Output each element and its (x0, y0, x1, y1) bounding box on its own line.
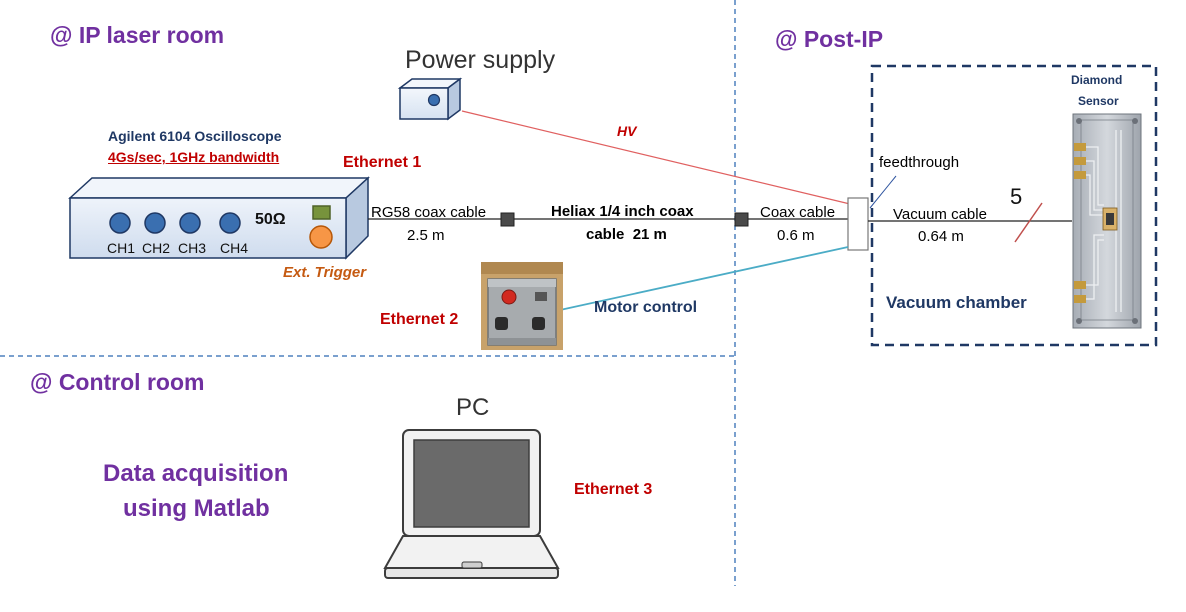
vacuum-cable-label: Vacuum cable (893, 206, 987, 223)
feedthrough-block (847, 197, 869, 251)
channel-1-label: CH1 (107, 240, 136, 256)
ip-laser-room-heading: @ IP laser room (50, 22, 225, 48)
control-room-heading: @ Control room (30, 369, 205, 395)
diamond-sensor-label-line2: Sensor (1078, 94, 1119, 108)
coax-length-label: 0.6 m (777, 227, 815, 244)
connector-2 (734, 212, 749, 227)
hv-line (461, 110, 851, 205)
vacuum-chamber-box (870, 64, 1158, 347)
diamond-sensor-image (1072, 113, 1142, 329)
channel-4-label: CH4 (220, 240, 249, 256)
rg58-cable-label: RG58 coax cable (371, 204, 487, 221)
feedthrough-label: feedthrough (879, 154, 960, 171)
heliax-length-label: cable 21 m (586, 226, 667, 243)
coax-cable-label: Coax cable (760, 204, 836, 221)
cable-count-label: 5 (1010, 184, 1023, 209)
oscilloscope-spec: 4Gs/sec, 1GHz bandwidth (108, 149, 280, 165)
bundle-slash (1014, 202, 1043, 243)
heliax-cable-label: Heliax 1/4 inch coax (551, 203, 694, 220)
channel-3-label: CH3 (178, 240, 207, 256)
laptop-icon (383, 429, 560, 579)
power-supply-label: Power supply (405, 46, 556, 74)
ethernet-2-label: Ethernet 2 (380, 311, 459, 328)
power-supply-icon (397, 77, 463, 121)
rg58-length-label: 2.5 m (407, 227, 445, 244)
post-ip-heading: @ Post-IP (775, 26, 884, 52)
motor-control-label: Motor control (594, 299, 698, 316)
pc-label: PC (456, 394, 490, 421)
impedance-label: 50Ω (255, 211, 286, 228)
daq-line-2: using Matlab (123, 495, 270, 522)
ethernet-1-label: Ethernet 1 (343, 154, 422, 171)
motor-controller-image (481, 262, 563, 350)
channel-2-label: CH2 (142, 240, 171, 256)
oscilloscope-icon (68, 176, 370, 260)
hv-label: HV (617, 123, 637, 139)
connector-1 (500, 212, 515, 227)
vacuum-chamber-label: Vacuum chamber (886, 293, 1027, 312)
diamond-sensor-label-line1: Diamond (1071, 73, 1123, 87)
ext-trigger-label: Ext. Trigger (283, 264, 367, 281)
vacuum-length-label: 0.64 m (918, 228, 964, 245)
motor-control-line (559, 246, 849, 311)
daq-line-1: Data acquisition (103, 460, 289, 487)
ethernet-3-label: Ethernet 3 (574, 481, 653, 498)
feedthrough-pointer (869, 175, 897, 209)
oscilloscope-title: Agilent 6104 Oscilloscope (108, 128, 282, 144)
